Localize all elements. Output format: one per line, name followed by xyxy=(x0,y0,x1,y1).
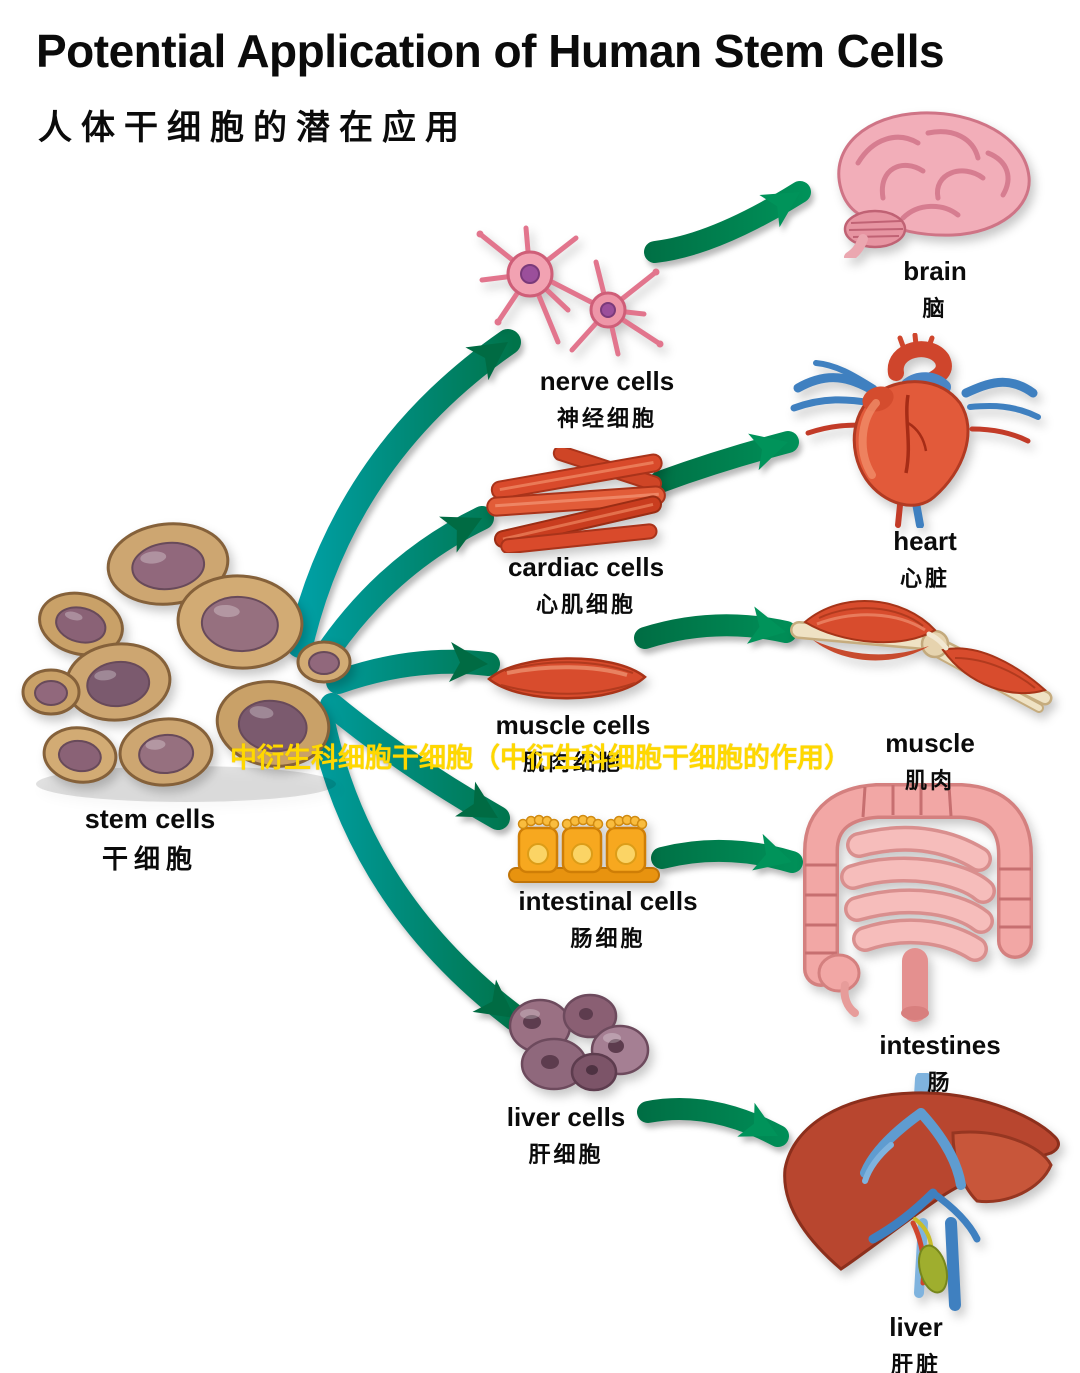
arrow-stem-to-liver-cells xyxy=(309,709,528,1031)
cardiac-cells-illustration xyxy=(486,448,666,553)
muscle-cells-illustration xyxy=(487,657,647,700)
heart-label-zh: 心脏 xyxy=(899,566,950,591)
arrow-stem-to-nerve-cells xyxy=(287,329,521,658)
arrow-livercells-to-liver xyxy=(637,1098,789,1147)
stem-cells-illustration xyxy=(21,522,352,802)
nerve-cells-label-en: nerve cells xyxy=(539,366,675,396)
page-title: Potential Application of Human Stem Cell… xyxy=(36,25,945,77)
heart-label: heart 心脏 xyxy=(785,526,1065,593)
muscle-label-zh: 肌肉 xyxy=(904,768,955,793)
brain-label-en: brain xyxy=(903,256,967,286)
arrow-nerve-to-brain xyxy=(644,181,811,263)
nerve-cells-label-zh: 神经细胞 xyxy=(556,406,657,431)
brain-illustration xyxy=(837,111,1031,258)
liver-cells-illustration xyxy=(508,993,650,1092)
arrow-stem-to-muscle-cells xyxy=(326,642,500,694)
stem-cells-label: stem cells 干细胞 xyxy=(10,804,290,876)
intestinal-cells-illustration xyxy=(508,814,660,883)
nerve-cells-label: nerve cells 神经细胞 xyxy=(467,366,747,433)
intestinal-cells-label-zh: 肠细胞 xyxy=(570,926,646,951)
heart-label-en: heart xyxy=(893,526,957,556)
cardiac-cells-label-zh: 心肌细胞 xyxy=(535,592,636,617)
liver-cells-label: liver cells 肝细胞 xyxy=(426,1102,706,1169)
muscle-label: muscle 肌肉 xyxy=(790,728,1070,795)
liver-label-en: liver xyxy=(889,1312,943,1342)
arrow-stem-to-intestinal-cells xyxy=(320,693,510,830)
page-title-chinese: 人体干细胞的潜在应用 xyxy=(38,109,468,147)
heart-illustration xyxy=(790,333,1041,528)
arrow-musclecells-to-muscle xyxy=(634,606,797,649)
arrow-cardiac-to-heart xyxy=(649,431,799,493)
brain-label: brain 脑 xyxy=(795,256,1075,323)
muscle-cells-label-zh: 肌肉细胞 xyxy=(522,750,623,775)
intestinal-cells-label-en: intestinal cells xyxy=(518,886,698,916)
liver-illustration xyxy=(783,1073,1060,1311)
intestines-label-en: intestines xyxy=(879,1030,1001,1060)
muscle-label-en: muscle xyxy=(885,728,975,758)
arrow-stem-to-cardiac-cells xyxy=(310,506,494,672)
muscle-cells-label-en: muscle cells xyxy=(495,710,651,740)
stem-cells-label-zh: 干细胞 xyxy=(101,844,198,874)
muscle-cells-label: muscle cells 肌肉细胞 xyxy=(433,710,713,777)
liver-cells-label-en: liver cells xyxy=(506,1102,626,1132)
liver-label: liver 肝脏 xyxy=(776,1312,1056,1373)
cardiac-cells-label: cardiac cells 心肌细胞 xyxy=(446,552,726,619)
arrow-intestinal-to-intestines xyxy=(651,833,803,873)
liver-label-zh: 肝脏 xyxy=(890,1352,941,1373)
nerve-cells-illustration xyxy=(476,225,664,357)
intestines-illustration xyxy=(803,783,1033,1022)
intestines-label-zh: 肠 xyxy=(927,1070,953,1095)
cardiac-cells-label-en: cardiac cells xyxy=(507,552,665,582)
muscle-illustration xyxy=(790,599,1053,713)
watermark-text: 中衍生科细胞干细胞（中衍生科细胞干细胞的作用） xyxy=(230,743,851,773)
brain-label-zh: 脑 xyxy=(922,296,948,321)
stem-cells-label-en: stem cells xyxy=(84,804,216,834)
intestines-label: intestines 肠 xyxy=(800,1030,1080,1097)
liver-cells-label-zh: 肝细胞 xyxy=(528,1142,604,1167)
intestinal-cells-label: intestinal cells 肠细胞 xyxy=(468,886,748,953)
